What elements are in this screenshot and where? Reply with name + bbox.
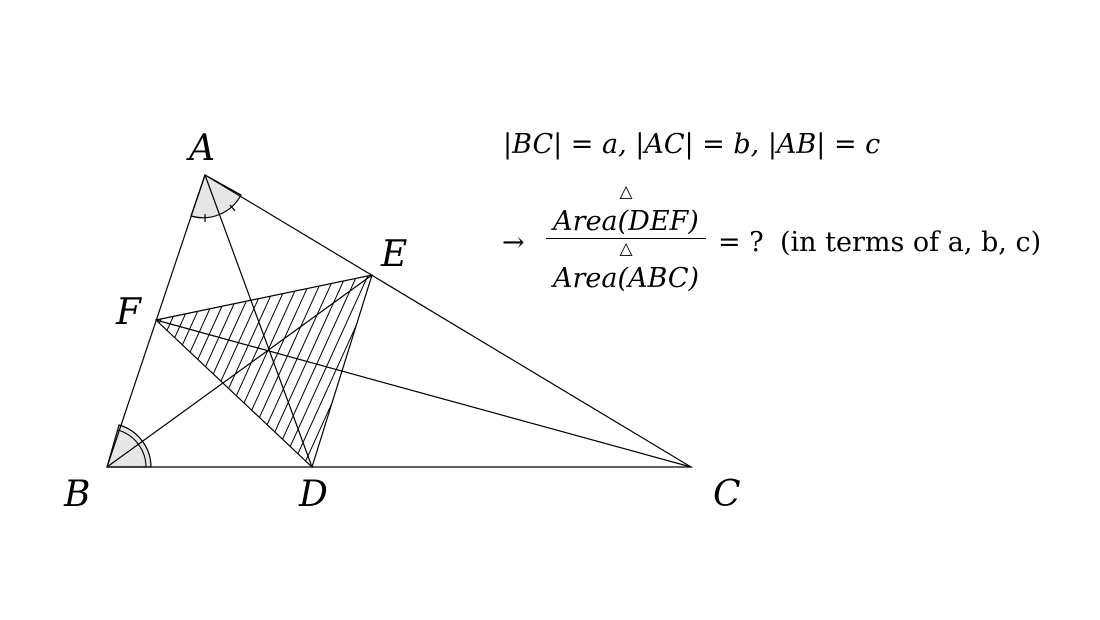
point-label-f: F [116,292,141,333]
fraction-bar [546,238,706,239]
hatch-line [451,260,551,480]
hatch-line [156,275,255,467]
hatch-line [418,260,518,480]
hatch-line [385,260,485,480]
point-label-d: D [299,474,328,515]
hatch-line [164,275,266,467]
hatch-line [208,275,310,467]
point-label-a: A [189,128,215,169]
bisector-ad [204,174,313,468]
point-label-c: C [713,474,741,515]
bisector-be [106,274,373,468]
hatch-line [396,260,496,480]
hatch-line [241,275,343,467]
hatch-line [318,275,372,467]
hatch-line [274,275,372,467]
hatch-line [374,260,474,480]
numerator-text: Area(DEF) [553,206,699,237]
triangle-mark-def: △ [619,182,633,202]
hatch-line [186,275,288,467]
hatch-line [329,275,372,467]
hatch-line [407,260,507,480]
point-label-b: B [64,474,91,515]
hatch-line [0,260,100,480]
hatch-line [11,260,111,480]
in-terms-note: (in terms of a, b, c) [780,227,1042,258]
given-side-lengths: |BC| = a, |AC| = b, |AB| = c [503,129,881,160]
hatch-line [462,260,562,480]
hatch-line [307,275,372,467]
equals-question: = ? [718,227,764,258]
hatch-line [440,260,540,480]
arrow-symbol: → [502,227,525,258]
hatch-line [263,275,365,467]
hatch-line [175,275,277,467]
area-ratio-fraction: △ Area(DEF) △ Area(ABC) [546,184,706,295]
hatch-line [429,260,529,480]
hatch-line [230,275,332,467]
triangle-abc [106,174,694,468]
hatch-line [340,275,372,467]
hatch-line [156,275,244,467]
triangle-mark-abc: △ [619,239,633,259]
angle-a-tick-right [229,204,236,212]
bisector-cf [155,319,692,468]
hatch-line [22,260,122,480]
fraction-denominator: △ Area(ABC) [546,239,706,295]
denominator-text: Area(ABC) [552,263,700,294]
hatch-line [362,275,372,467]
hatch-line [156,275,233,467]
point-label-e: E [381,234,408,275]
fraction-numerator: △ Area(DEF) [546,184,706,238]
